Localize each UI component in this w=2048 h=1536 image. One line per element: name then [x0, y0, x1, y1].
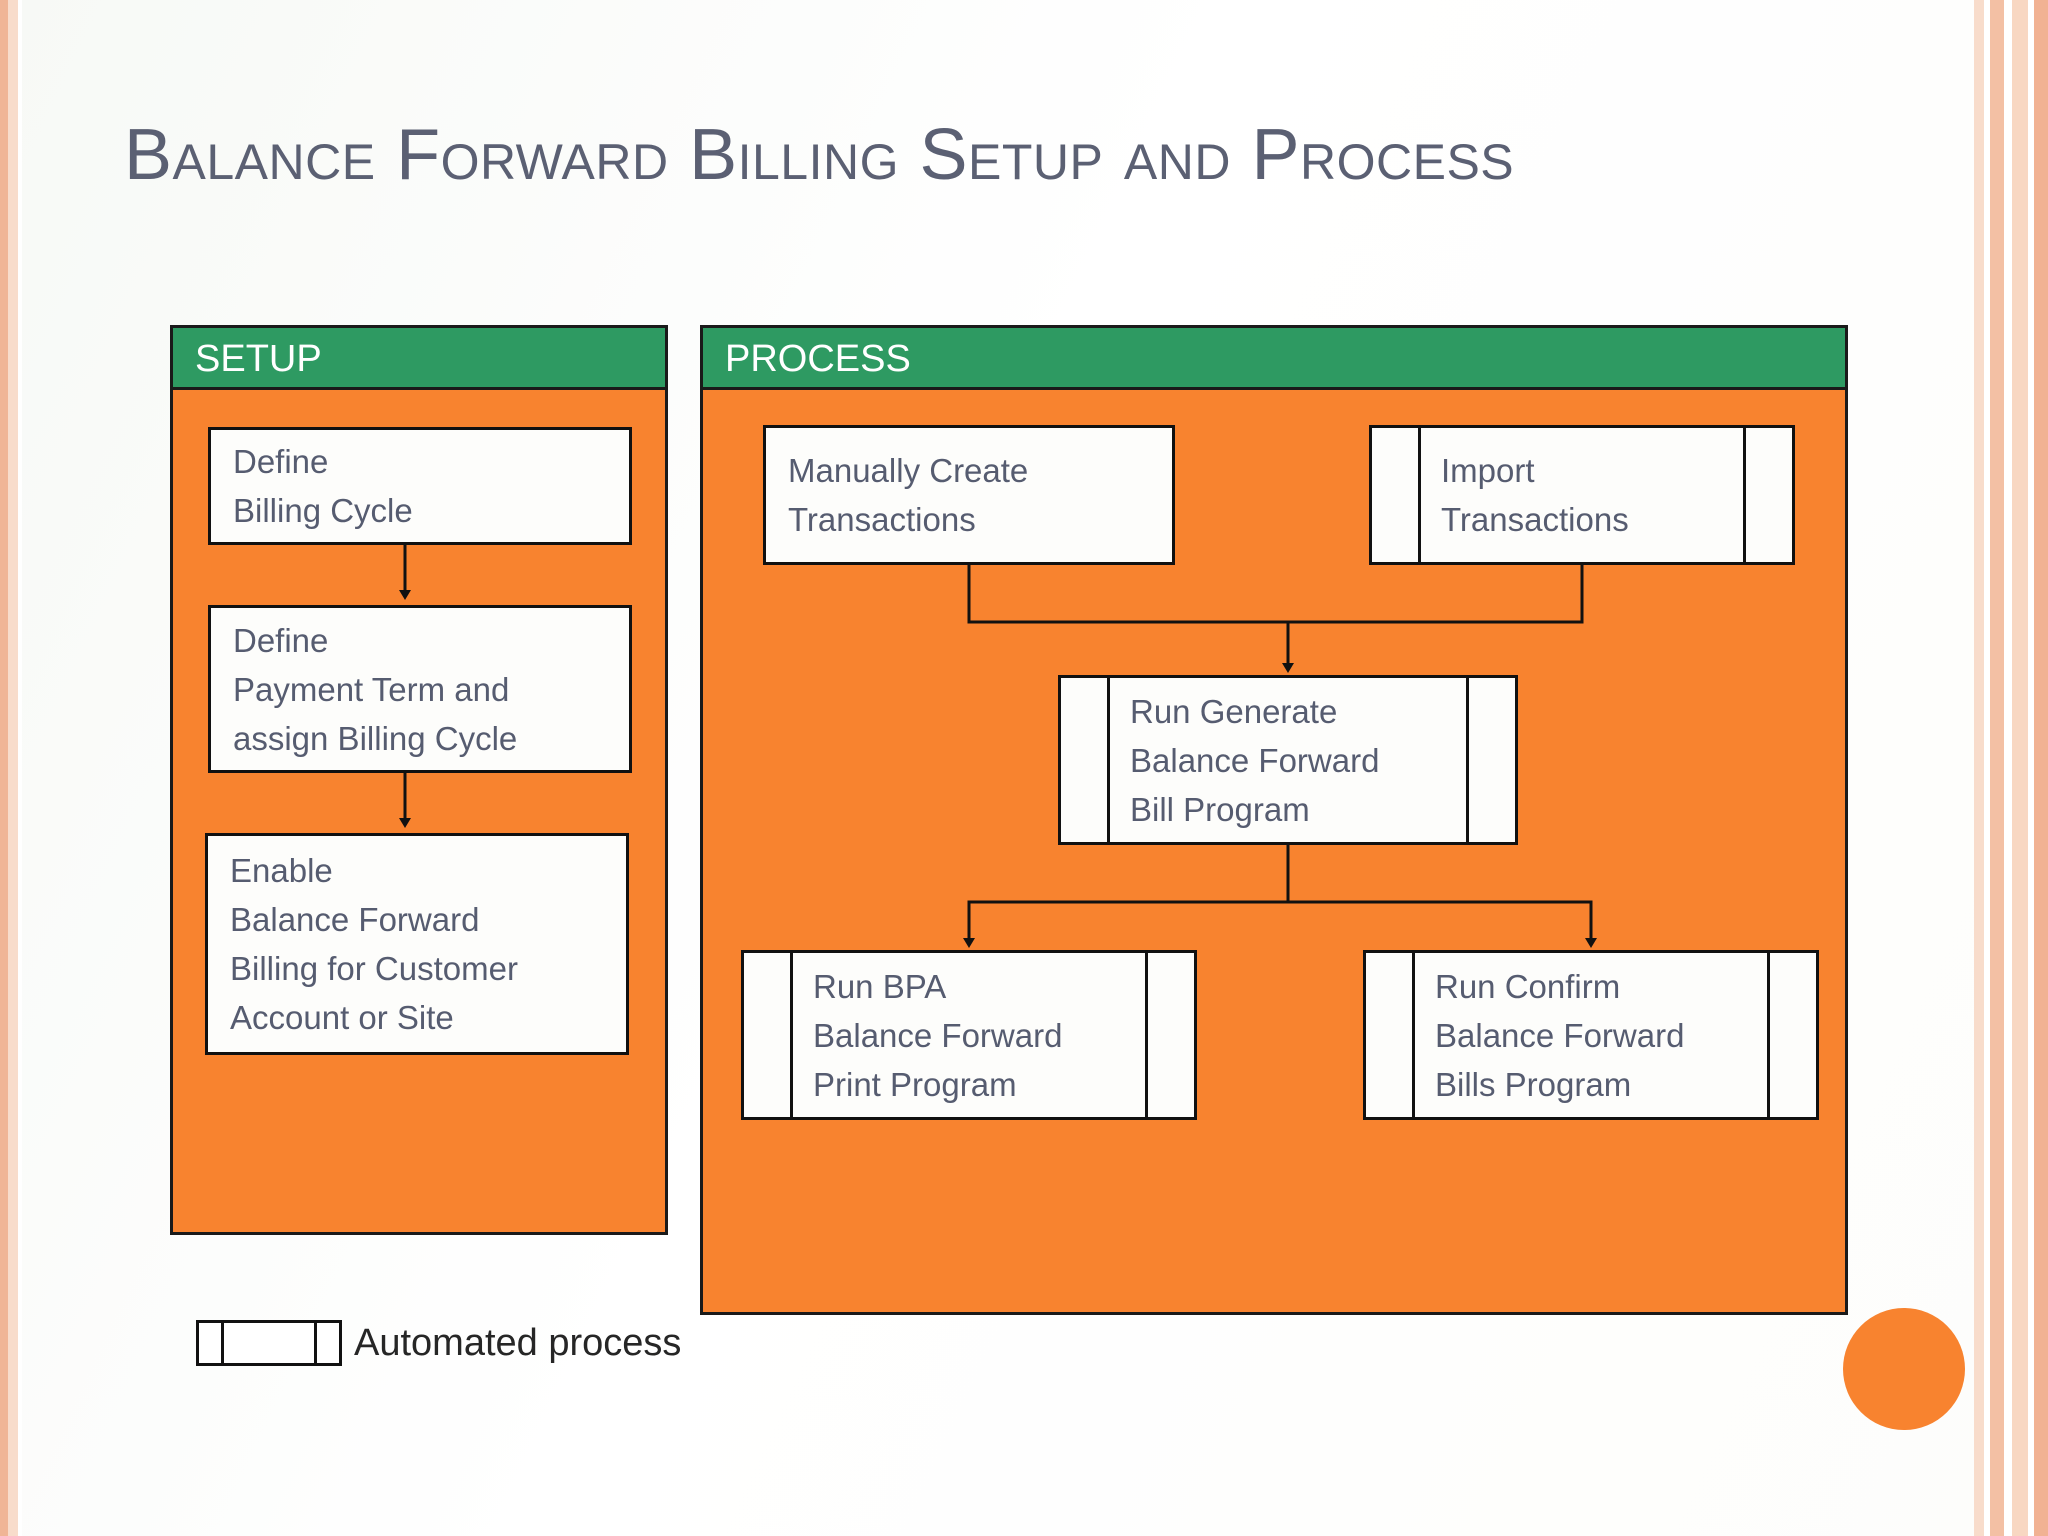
automated-process-icon	[196, 1320, 342, 1366]
automated-right-pad	[1148, 953, 1194, 1117]
left-edge-stripe-1	[0, 0, 8, 1536]
step-line: Billing Cycle	[233, 492, 413, 529]
arrow-to-run-confirm	[1288, 900, 1597, 948]
step-line: Enable	[230, 852, 333, 889]
step-define-billing-cycle[interactable]: Define Billing Cycle	[208, 427, 632, 545]
process-panel-body: Manually Create Transactions Import Tran…	[703, 390, 1845, 1312]
automated-right-pad	[1746, 428, 1792, 562]
automated-right-pad	[1469, 678, 1515, 842]
right-edge-stripe-5	[2012, 0, 2028, 1536]
right-edge-stripe-7	[2034, 0, 2048, 1536]
automated-left-bar-icon	[1418, 428, 1421, 562]
step-line: Balance Forward	[1435, 1016, 1685, 1054]
right-edge-stripe-3	[1990, 0, 2004, 1536]
step-line: Import	[1441, 452, 1535, 489]
step-line: Balance Forward	[813, 1016, 1063, 1054]
automated-right-bar-icon	[1145, 953, 1148, 1117]
step-line: Transactions	[788, 501, 976, 538]
step-line: Bill Program	[1130, 790, 1310, 828]
setup-panel-header: SETUP	[173, 328, 665, 390]
automated-left-bar-icon	[1412, 953, 1415, 1117]
setup-connectors	[399, 545, 411, 828]
step-line: Transactions	[1441, 501, 1629, 538]
automated-right-bar-icon	[1743, 428, 1746, 562]
automated-left-bar-icon	[790, 953, 793, 1117]
step-manually-create-transactions[interactable]: Manually Create Transactions	[763, 425, 1175, 565]
step-line: Account or Site	[230, 999, 454, 1036]
automated-right-bar-icon	[1767, 953, 1770, 1117]
right-edge-stripe-6	[2028, 0, 2034, 1536]
step-run-confirm-balance-forward-bills-program[interactable]: Run Confirm Balance Forward Bills Progra…	[1363, 950, 1819, 1120]
automated-left-pad	[1372, 428, 1418, 562]
legend: Automated process	[196, 1320, 681, 1366]
legend-left-bar	[221, 1323, 224, 1363]
arrow-to-run-bpa	[963, 845, 1290, 948]
right-edge-stripe-2	[1984, 0, 1990, 1536]
legend-mid	[224, 1323, 314, 1363]
step-line: Bills Program	[1435, 1065, 1632, 1103]
step-line: Define	[233, 443, 329, 480]
step-line: Run Generate	[1130, 692, 1338, 730]
step-line: Manually Create	[788, 452, 1029, 489]
automated-left-bar-icon	[1107, 678, 1110, 842]
join-manual-import	[967, 565, 1584, 624]
step-define-payment-term[interactable]: Define Payment Term and assign Billing C…	[208, 605, 632, 773]
left-edge-stripe-2	[8, 0, 18, 1536]
automated-left-pad	[744, 953, 790, 1117]
step-line: Balance Forward	[1130, 741, 1380, 779]
left-edge-stripe-3	[18, 0, 22, 1536]
automated-left-pad	[1366, 953, 1412, 1117]
legend-label: Automated process	[354, 1322, 682, 1364]
step-run-bpa-balance-forward-print-program[interactable]: Run BPA Balance Forward Print Program	[741, 950, 1197, 1120]
automated-right-pad	[1770, 953, 1816, 1117]
automated-left-pad	[1061, 678, 1107, 842]
step-line: Define	[233, 621, 329, 659]
process-panel: PROCESS Manually Create Transacti	[700, 325, 1848, 1315]
page-title: Balance Forward Billing Setup and Proces…	[124, 115, 1515, 195]
legend-right-bar	[314, 1323, 317, 1363]
step-line: Print Program	[813, 1065, 1017, 1103]
step-import-transactions[interactable]: Import Transactions	[1369, 425, 1795, 565]
setup-panel: SETUP Define Billing Cycle Define Paymen…	[170, 325, 668, 1235]
step-line: assign Billing Cycle	[233, 719, 518, 757]
automated-right-bar-icon	[1466, 678, 1469, 842]
step-line: Payment Term and	[233, 670, 510, 708]
step-run-generate-balance-forward-bill-program[interactable]: Run Generate Balance Forward Bill Progra…	[1058, 675, 1518, 845]
decorative-circle	[1843, 1308, 1965, 1430]
process-panel-header: PROCESS	[703, 328, 1845, 390]
right-edge-stripe-1	[1974, 0, 1984, 1536]
step-enable-balance-forward-billing[interactable]: Enable Balance Forward Billing for Custo…	[205, 833, 629, 1055]
legend-right-pad	[317, 1323, 339, 1363]
step-line: Run BPA	[813, 967, 947, 1005]
setup-panel-body: Define Billing Cycle Define Payment Term…	[173, 390, 665, 1232]
legend-left-pad	[199, 1323, 221, 1363]
step-line: Billing for Customer	[230, 950, 518, 987]
right-edge-stripe-4	[2004, 0, 2012, 1536]
step-line: Run Confirm	[1435, 967, 1621, 1005]
process-connectors	[963, 565, 1597, 948]
step-line: Balance Forward	[230, 901, 480, 938]
